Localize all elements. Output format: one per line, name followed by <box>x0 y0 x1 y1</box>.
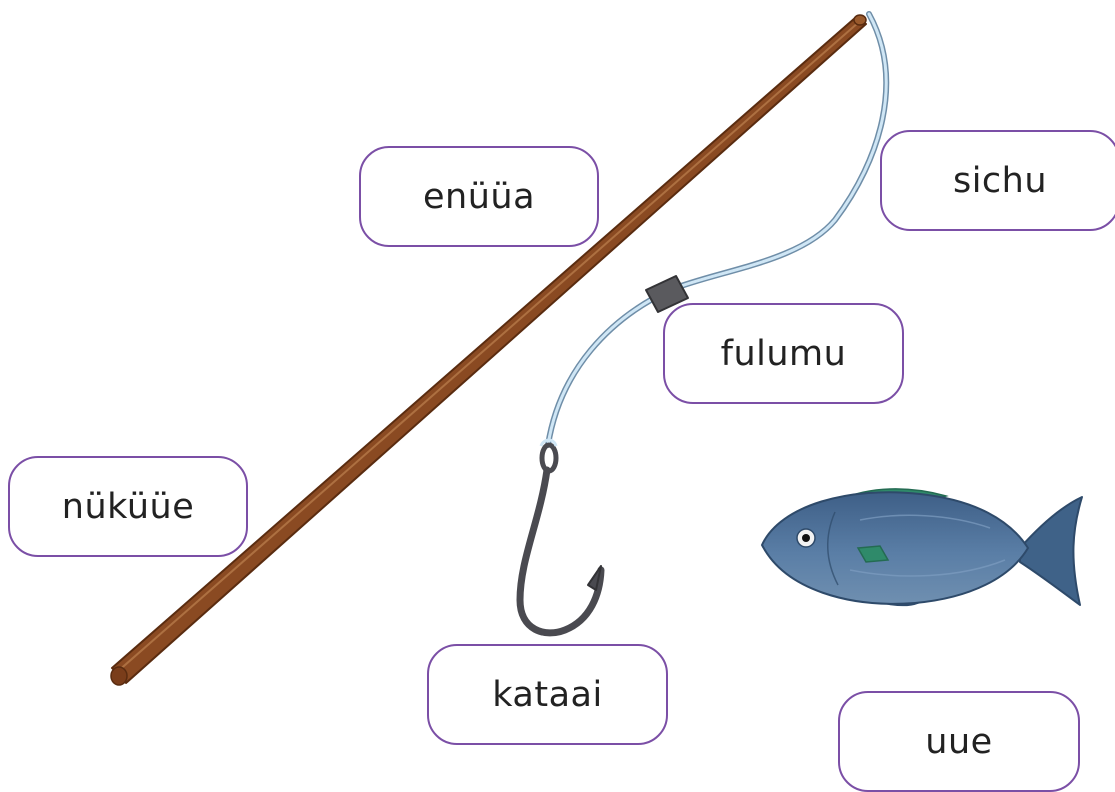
label-handle: nüküüe <box>8 456 248 557</box>
label-hook: kataai <box>427 644 668 745</box>
label-fish: uue <box>838 691 1080 792</box>
fish-icon <box>762 489 1082 605</box>
label-line: sichu <box>880 130 1115 231</box>
fish-hook-icon <box>520 440 601 633</box>
label-float: fulumu <box>663 303 904 404</box>
label-rod: enüüa <box>359 146 599 247</box>
